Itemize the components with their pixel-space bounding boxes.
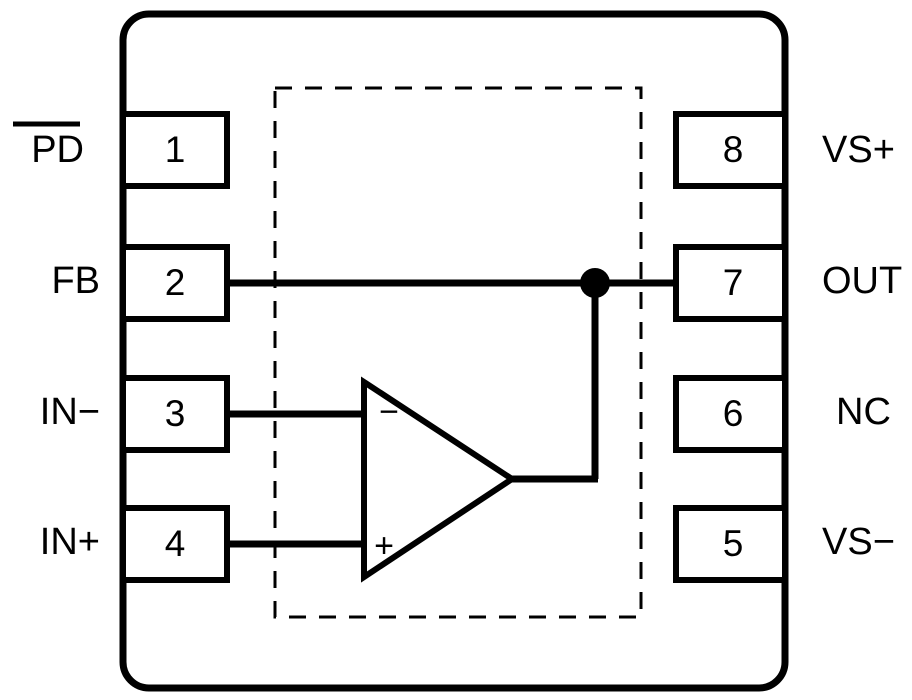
pin-2[interactable]: 2 FB bbox=[51, 244, 230, 322]
pin-5[interactable]: 5 VS− bbox=[673, 505, 895, 583]
pin-1[interactable]: 1 PD bbox=[13, 111, 230, 189]
pin-8-number: 8 bbox=[723, 129, 744, 170]
pin-7-label: OUT bbox=[822, 260, 902, 302]
pin-5-label: VS− bbox=[822, 521, 895, 563]
die-boundary-dashed bbox=[273, 86, 643, 619]
pin-6[interactable]: 6 NC bbox=[673, 375, 891, 453]
pin-8[interactable]: 8 VS+ bbox=[673, 111, 895, 189]
pin-4-label: IN+ bbox=[40, 521, 100, 563]
pin-7[interactable]: 7 OUT bbox=[673, 244, 902, 322]
pin-3[interactable]: 3 IN− bbox=[40, 375, 230, 453]
pin-5-number: 5 bbox=[723, 523, 744, 564]
pin-7-number: 7 bbox=[723, 262, 744, 303]
package-outline bbox=[119, 10, 789, 692]
junction-dot bbox=[580, 268, 610, 298]
pin-1-box[interactable] bbox=[120, 111, 230, 189]
pin-2-label: FB bbox=[51, 260, 100, 302]
pin-4-number: 4 bbox=[165, 523, 186, 564]
pin-1-label: PD bbox=[31, 129, 84, 171]
pin-3-number: 3 bbox=[165, 393, 186, 434]
pin-3-label: IN− bbox=[40, 391, 100, 433]
pin-4[interactable]: 4 IN+ bbox=[40, 505, 230, 583]
pin-1-number: 1 bbox=[165, 129, 186, 170]
pin-6-number: 6 bbox=[723, 393, 744, 434]
opamp-inverting-sign: − bbox=[379, 393, 399, 431]
pin-6-label: NC bbox=[836, 391, 891, 433]
pin-5-box[interactable] bbox=[673, 505, 788, 583]
pin-2-number: 2 bbox=[165, 262, 186, 303]
opamp-noninverting-sign: + bbox=[374, 527, 394, 565]
pin-6-box[interactable] bbox=[673, 375, 788, 453]
opamp-triangle bbox=[361, 376, 518, 583]
pin-8-box[interactable] bbox=[673, 111, 788, 189]
pin-8-label: VS+ bbox=[822, 129, 895, 171]
pin-3-box[interactable] bbox=[120, 375, 230, 453]
